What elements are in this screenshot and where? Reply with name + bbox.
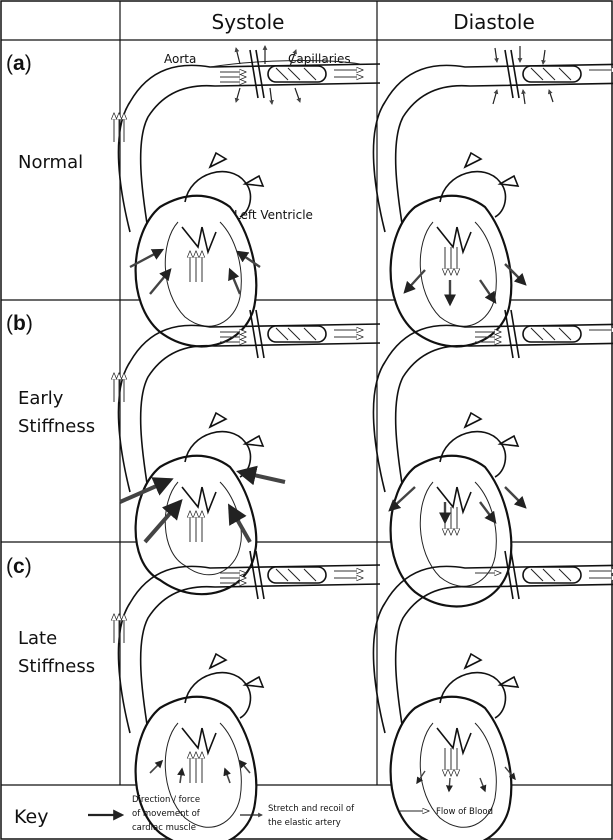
key-muscle-line3: cardiac muscle [132,823,196,833]
row-b-label-line1: Early [18,388,64,409]
atrial-vessel [210,413,226,427]
left-ventricle-label: Left Ventricle [234,208,313,222]
row-c-label-line2: Stiffness [18,656,95,677]
atrial-appendage [245,677,263,687]
atrial-vessel [210,153,226,167]
key-stretch-line1: Stretch and recoil of [268,804,355,814]
atrial-vessel [465,654,481,668]
key-title: Key [14,806,48,828]
atrial-appendage [500,436,518,446]
atrial-appendage [500,176,518,186]
stretch-arrow [523,90,525,104]
panel-a-diastole [373,46,613,346]
systole-header: Systole [212,10,285,34]
atrial-vessel [210,654,226,668]
row-c-label-line1: Late [18,628,57,649]
muscle-force-arrow [449,778,450,791]
key-flow-label: Flow of Blood [436,807,493,817]
atrial-appendage [245,436,263,446]
aorta-label: Aorta [164,52,196,66]
stretch-arrow [270,88,272,104]
diastole-header: Diastole [453,10,535,34]
row-c-tag: (c) [6,555,32,578]
panel-b-systole [114,310,380,594]
stretch-arrow [495,48,497,62]
stretch-arrow [236,88,240,102]
stretch-arrow [493,90,497,104]
key-muscle-line1: Direction / force [132,795,200,805]
stretch-arrow [549,90,553,102]
key-stretch-line2: the elastic artery [268,818,341,828]
aorta-outer-wall [373,64,613,232]
key-muscle-line2: of movement of [132,809,201,819]
stretch-arrow [543,50,545,64]
atrial-appendage [500,677,518,687]
row-a-tag: (a) [6,52,32,75]
atrial-appendage [245,176,263,186]
aorta-outer-wall [373,324,613,492]
panel-a-systole [114,46,380,346]
panel-b-diastole [373,310,613,606]
row-b-label-line2: Stiffness [18,416,95,437]
stretch-arrow [295,88,300,102]
muscle-force-arrow [505,487,525,507]
row-a-label: Normal [18,152,83,173]
muscle-force-arrow [240,472,285,482]
row-b-tag: (b) [6,312,33,335]
atrial-vessel [465,413,481,427]
atrial-vessel [465,153,481,167]
stretch-arrow [236,48,240,64]
